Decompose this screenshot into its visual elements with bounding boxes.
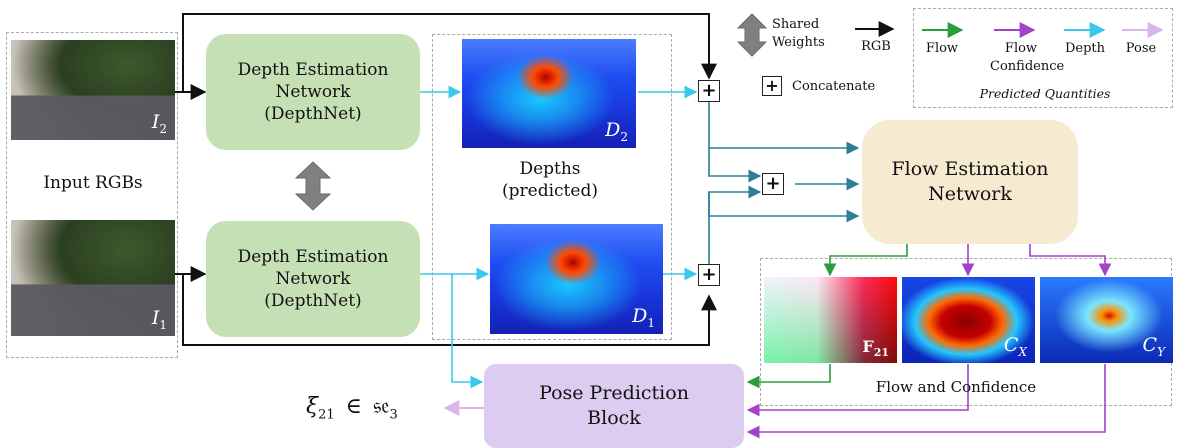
- legend-predicted-quantities: Predicted Quantities: [979, 86, 1111, 101]
- cx-label: CX: [1003, 334, 1027, 359]
- input-image-i1: I1: [11, 220, 175, 336]
- depth-image-d2: D2: [462, 39, 636, 148]
- confidence-image-cy: CY: [1040, 277, 1173, 363]
- f21-label: F21: [862, 336, 889, 359]
- concat-top: +: [698, 80, 720, 102]
- depths-caption-line1: Depths: [519, 159, 581, 179]
- flow-confidence-caption: Flow and Confidence: [875, 378, 1037, 396]
- flow-net-line2: Network: [928, 183, 1012, 205]
- input-rgbs-group: [6, 32, 178, 358]
- flow-image-f21: F21: [764, 277, 897, 363]
- depthnet-top-line1: Depth Estimation: [237, 59, 389, 80]
- cy-label: CY: [1142, 334, 1165, 359]
- depthnet-top-line3: (DepthNet): [264, 104, 362, 125]
- concat-bottom: +: [698, 264, 720, 286]
- depths-caption: Depths (predicted): [482, 158, 618, 202]
- concat-middle: +: [762, 173, 784, 195]
- input-image-i2: I2: [11, 40, 175, 140]
- legend-rgb: RGB: [861, 39, 891, 54]
- i1-label: I1: [151, 307, 167, 332]
- d2-label: D2: [605, 119, 628, 144]
- depthnet-bottom-line2: Network: [275, 268, 351, 289]
- legend-group: [913, 8, 1173, 108]
- legend-flow: Flow: [925, 41, 959, 56]
- pose-output-label: ξ21 ∈ 𝔰𝔢3: [306, 394, 398, 423]
- legend-pose: Pose: [1125, 41, 1157, 56]
- depths-group: [432, 34, 672, 340]
- pose-block-line2: Block: [587, 407, 641, 429]
- depths-caption-line2: (predicted): [502, 181, 598, 202]
- legend-concat-icon: +: [762, 76, 782, 96]
- flow-net-line1: Flow Estimation: [891, 158, 1049, 181]
- depthnet-bottom-line3: (DepthNet): [264, 291, 362, 312]
- d1-label: D1: [632, 305, 655, 330]
- depth-image-d1: D1: [490, 224, 663, 334]
- legend-depth: Depth: [1064, 41, 1106, 56]
- input-rgbs-label: Input RGBs: [43, 173, 143, 193]
- confidence-image-cx: CX: [902, 277, 1035, 363]
- legend-concatenate: Concatenate: [792, 79, 876, 94]
- depthnet-top-line2: Network: [275, 81, 351, 102]
- i2-label: I2: [151, 111, 167, 136]
- pose-block-line1: Pose Prediction: [539, 382, 689, 405]
- depthnet-bottom-line1: Depth Estimation: [237, 246, 389, 267]
